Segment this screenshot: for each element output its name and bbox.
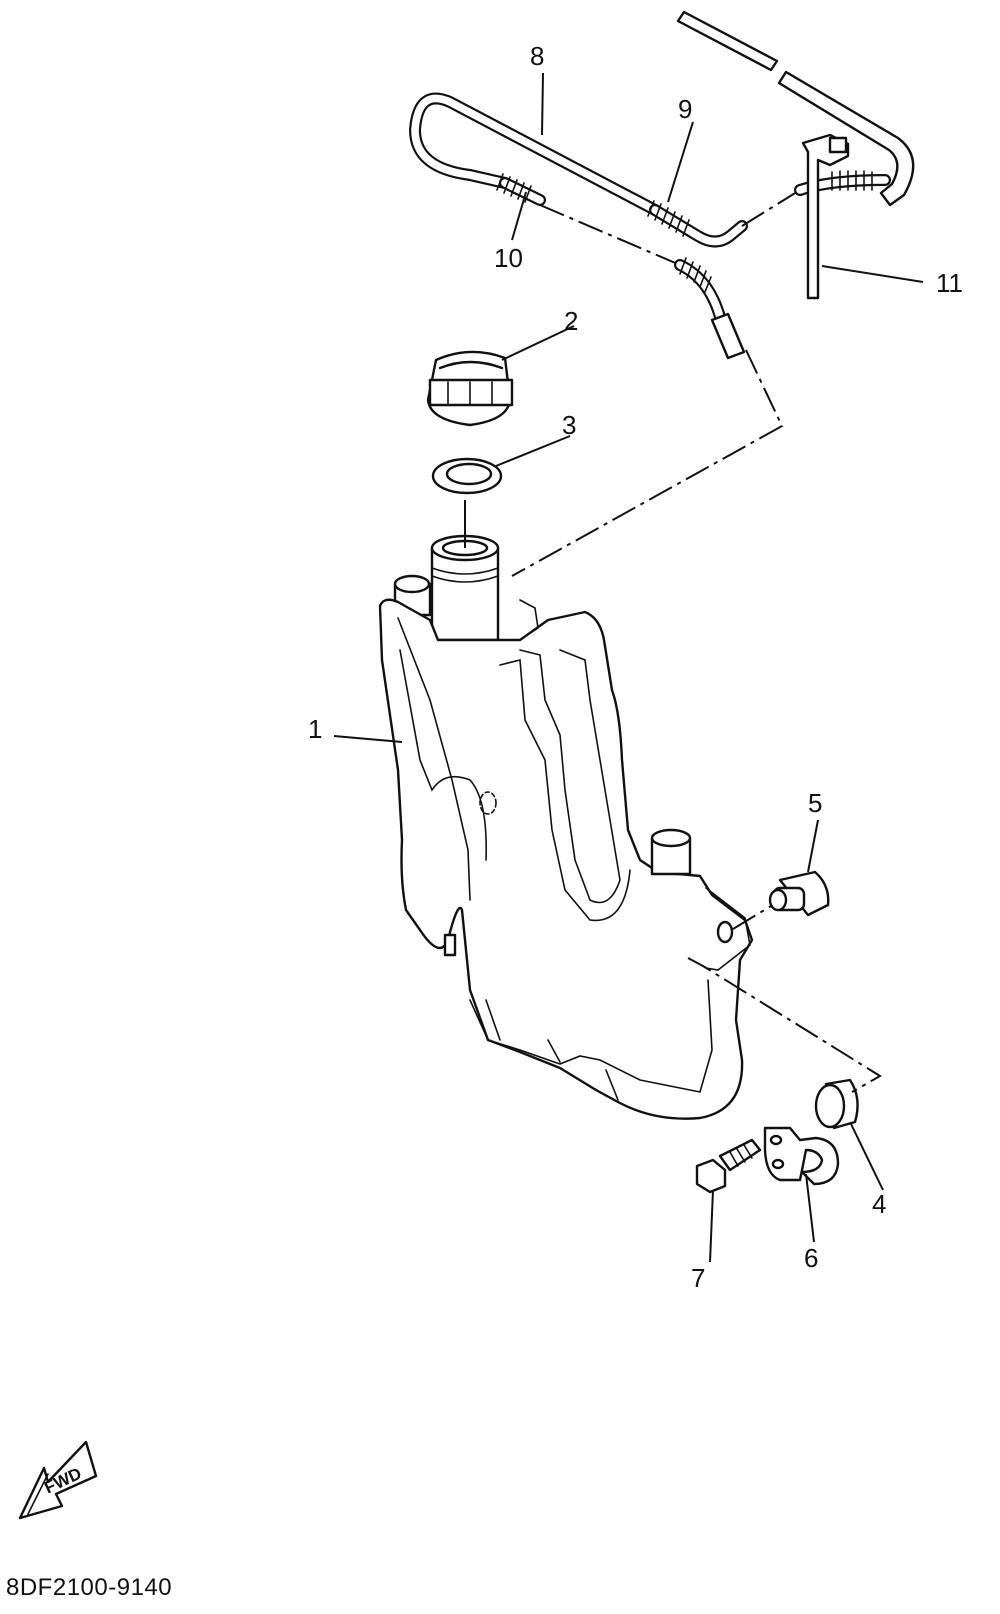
callout-3: 3 [562, 410, 576, 440]
hose-8 [409, 92, 661, 216]
callout-6: 6 [804, 1243, 818, 1273]
diagram-code: 8DF2100-9140 [6, 1574, 173, 1601]
hose-clamp-11 [801, 133, 850, 300]
reservoir-tank-1 [378, 534, 754, 1120]
callout-8: 8 [530, 41, 544, 71]
hose-10 [496, 173, 746, 360]
forward-direction-arrow: FWD [18, 1440, 98, 1520]
callout-labels: 1 2 3 4 5 6 7 8 9 10 11 [308, 41, 963, 1293]
callout-leaders [333, 72, 924, 1263]
callout-7: 7 [691, 1263, 705, 1293]
callout-5: 5 [808, 788, 822, 818]
hose-9-coil [647, 170, 873, 237]
grommet-5 [768, 870, 830, 917]
hose-10-coil [496, 173, 712, 293]
callout-10: 10 [494, 243, 523, 273]
reservoir-cap-2 [426, 350, 514, 427]
callout-4: 4 [872, 1189, 886, 1219]
cap-seal-3 [431, 457, 503, 495]
bracket-6 [763, 1126, 840, 1186]
overflow-hose-assembly [409, 10, 915, 360]
bolt-7 [695, 1138, 762, 1194]
callout-1: 1 [308, 714, 322, 744]
damper-4 [814, 1078, 859, 1130]
callout-9: 9 [678, 94, 692, 124]
callout-2: 2 [564, 306, 578, 336]
callout-11: 11 [936, 268, 963, 298]
hose-9 [647, 170, 891, 248]
breather-hose-segment [676, 10, 915, 207]
assembly-lines [464, 349, 882, 1093]
